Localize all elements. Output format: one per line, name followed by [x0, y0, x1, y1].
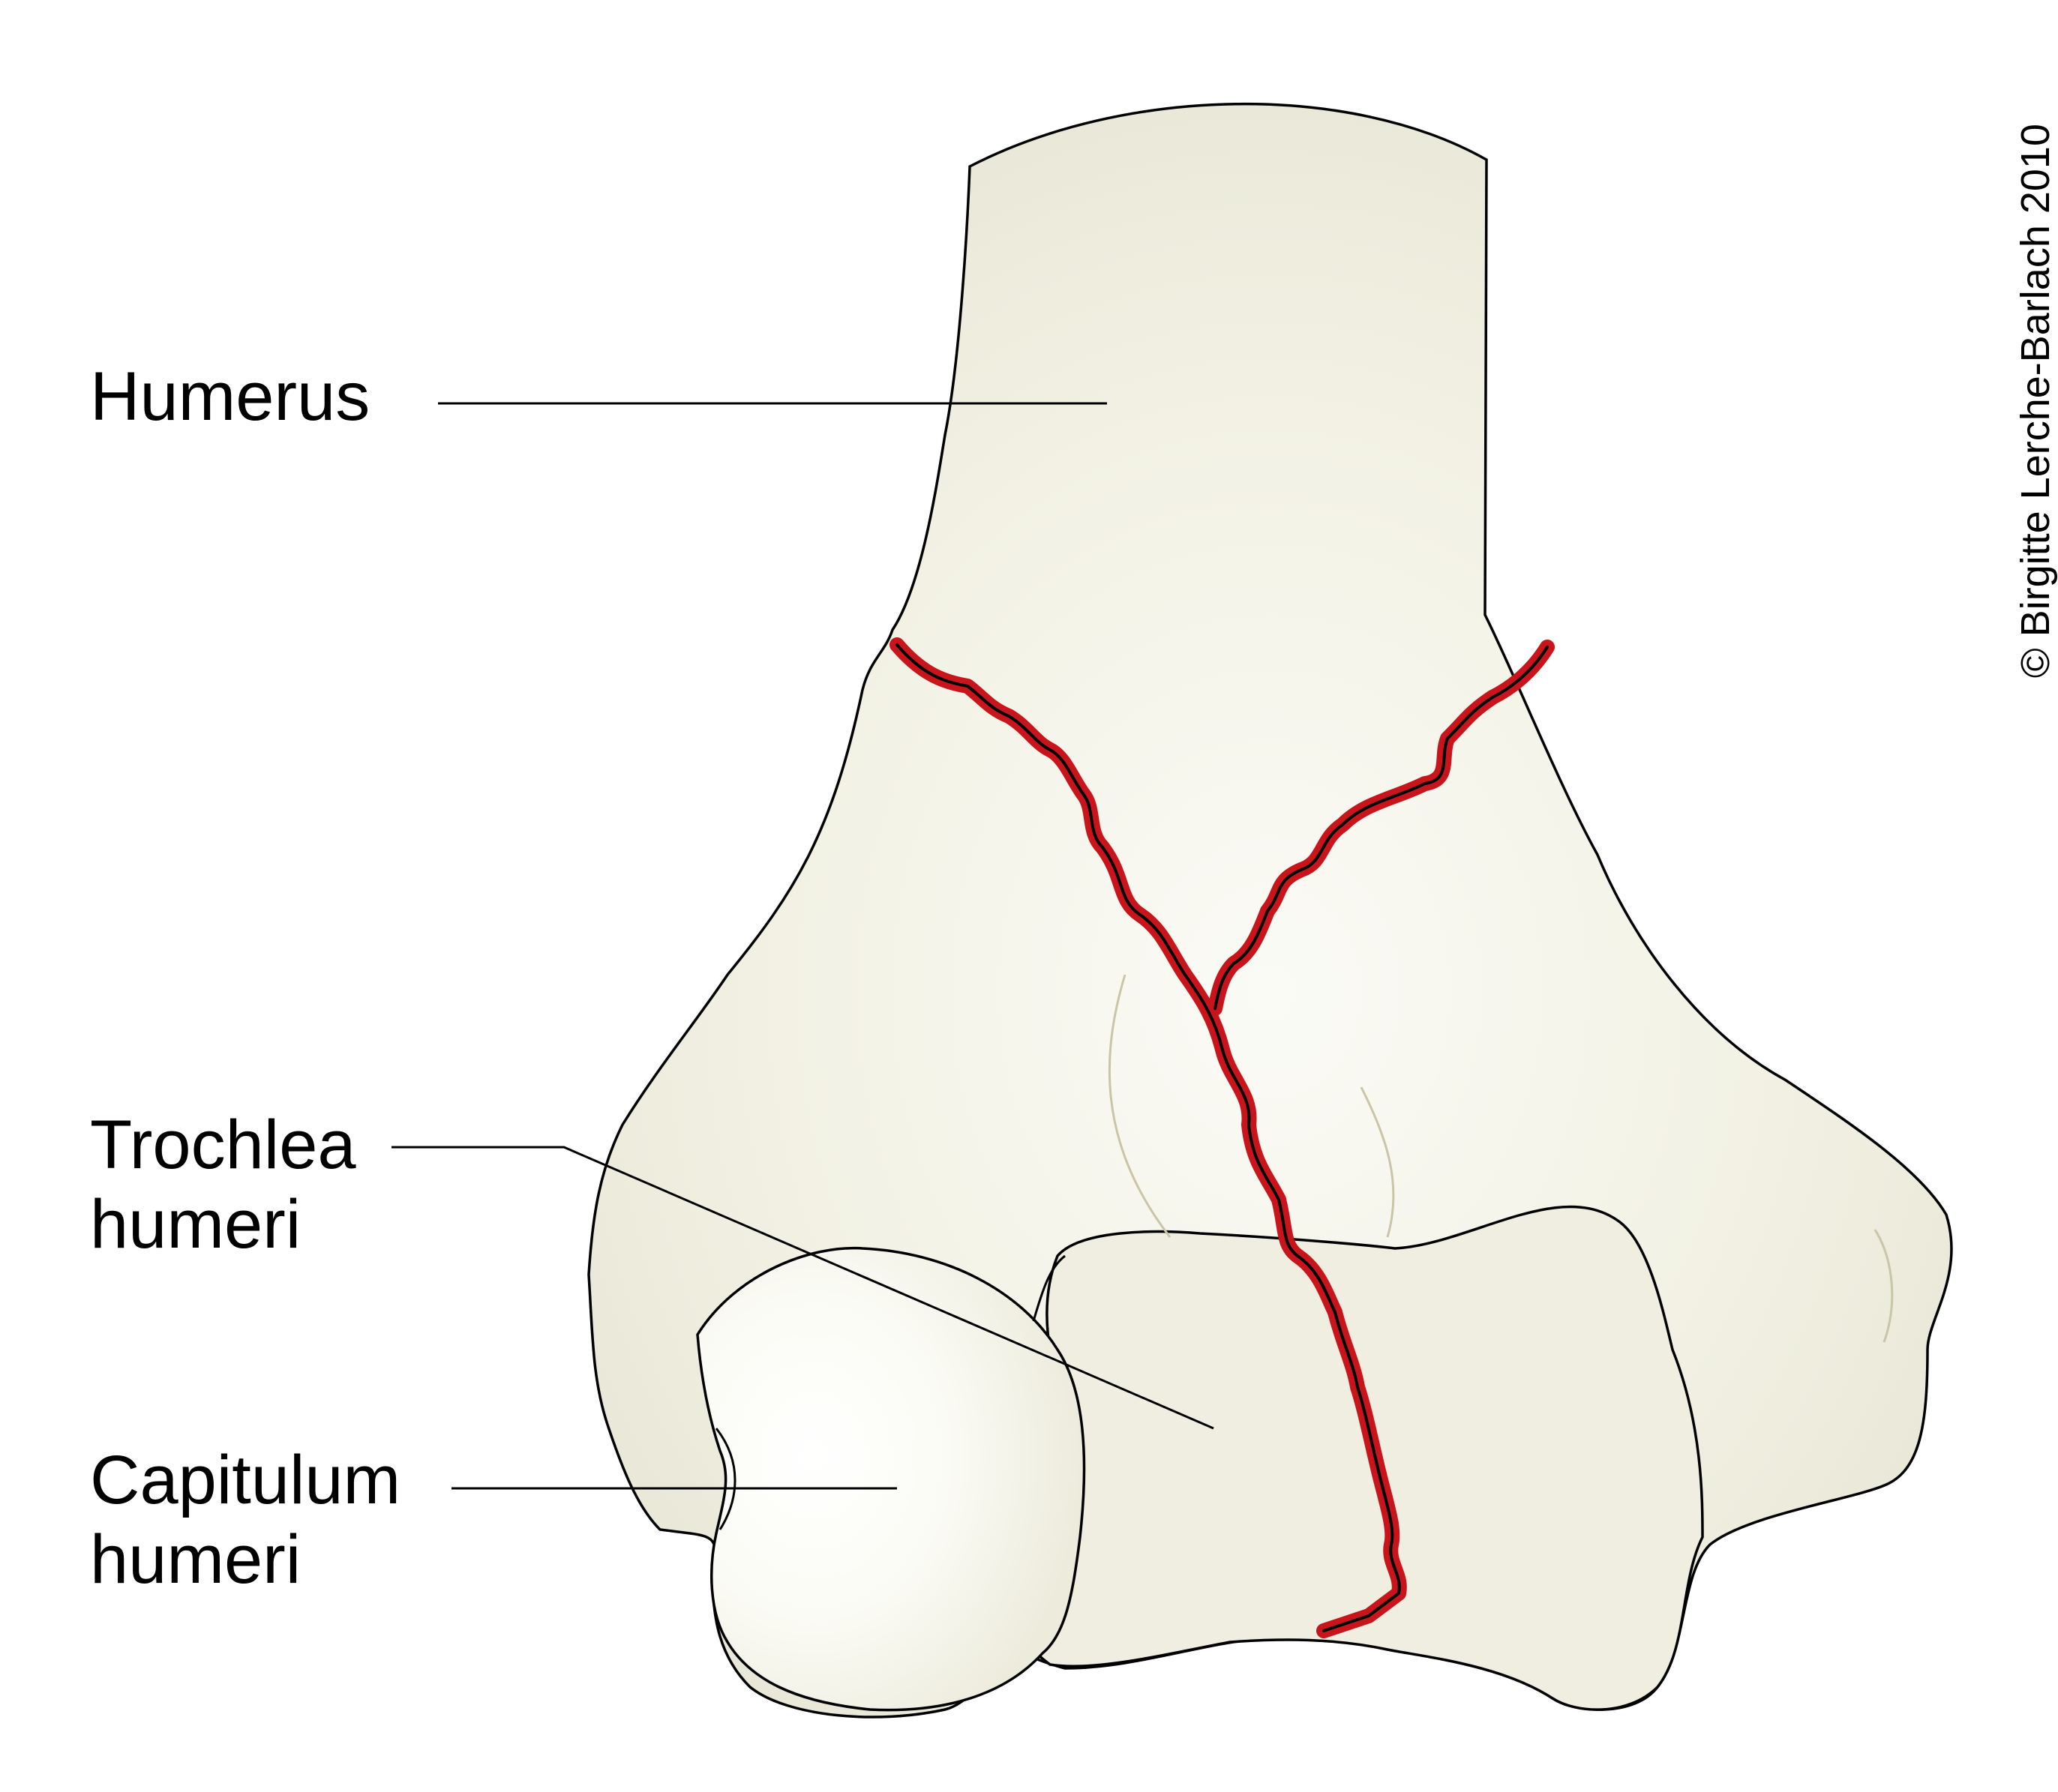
trochlea-label-line1: Trochlea	[90, 1107, 356, 1183]
capitulum-label: Capitulum humeri	[90, 1440, 400, 1599]
copyright-notice: © Birgitte Lerche-Barlach 2010	[2013, 124, 2058, 679]
capitulum-label-line1: Capitulum	[90, 1442, 401, 1518]
capitulum	[696, 1246, 1086, 1712]
fracture-lines	[890, 637, 1555, 1638]
trochlea-label: Trochlea humeri	[90, 1105, 356, 1264]
trochlea-groove	[1032, 1254, 1066, 1322]
bone-contour-line	[1108, 974, 1172, 1238]
trochlea-leader-line	[392, 1146, 1214, 1430]
humerus-label: Humerus	[90, 357, 370, 436]
bone-contour-line	[1874, 1229, 1894, 1343]
capitulum-label-line2: humeri	[90, 1521, 302, 1598]
trochlea-label-line2: humeri	[90, 1186, 302, 1263]
bone-contour-line	[1360, 1086, 1395, 1238]
humerus-label-text: Humerus	[90, 358, 370, 435]
capitulum-contour	[715, 1428, 736, 1530]
